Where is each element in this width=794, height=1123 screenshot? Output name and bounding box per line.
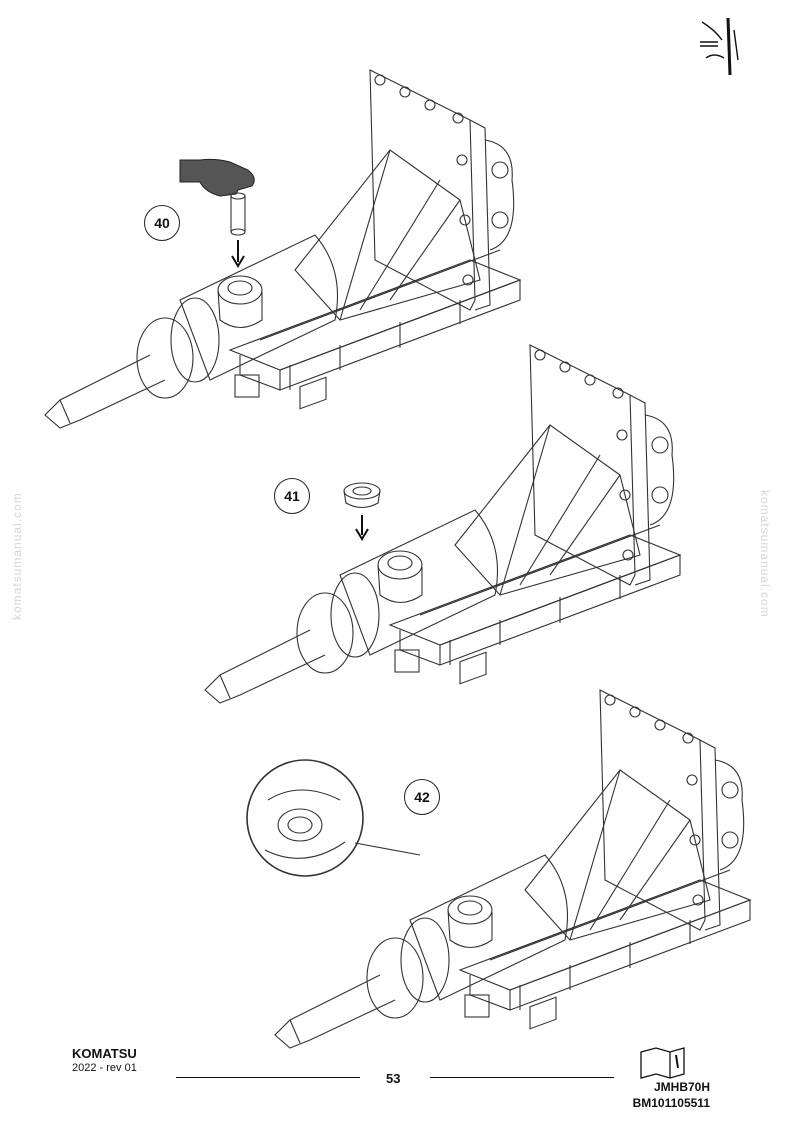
glove-hand-icon [179,158,255,197]
footer-rule-left [176,1077,360,1078]
insert-arrow-41 [355,515,369,541]
breaker-drawing-42 [274,689,751,1049]
footer-revision: 2022 - rev 01 [72,1062,137,1074]
document-code: BM101105511 [632,1096,710,1110]
pin-part [230,192,246,236]
detail-magnifier [246,759,421,877]
step-badge-41: 41 [274,478,310,514]
insert-arrow-40 [231,240,245,268]
breaker-drawing-41 [204,344,681,704]
lubrication-symbol-icon [700,17,739,76]
footer-brand: KOMATSU [72,1046,137,1061]
breaker-drawing-40 [44,69,521,429]
footer-rule-right [430,1077,614,1078]
step-badge-42: 42 [404,779,440,815]
page-number: 53 [386,1071,401,1086]
manual-book-icon [640,1047,685,1079]
seal-part [343,482,381,509]
model-name: JMHB70H [653,1080,710,1094]
step-badge-40: 40 [144,205,180,241]
